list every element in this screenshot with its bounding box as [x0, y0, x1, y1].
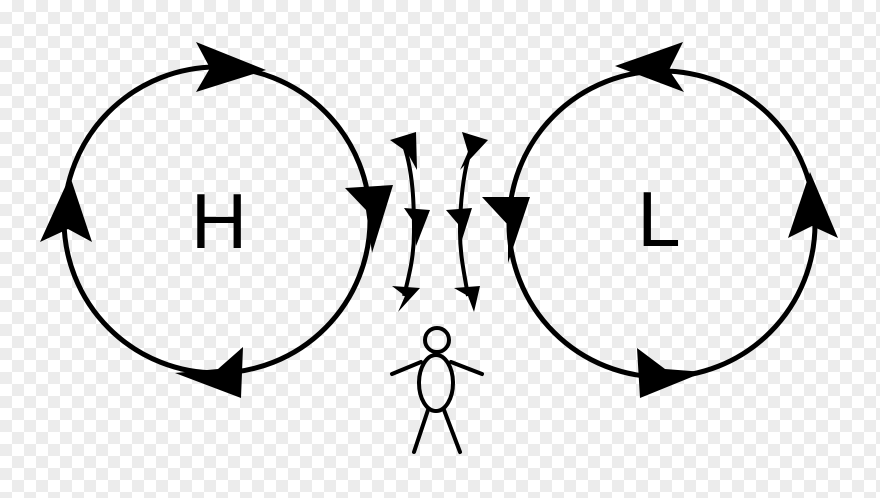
high-pressure-arrow-right: [345, 185, 393, 253]
convergent-wind-streams: [390, 132, 488, 312]
low-pressure-arrow-bottom: [637, 348, 704, 398]
person-left-arm: [390, 360, 423, 376]
high-pressure-arrow-left: [40, 176, 92, 242]
low-pressure-arrow-right: [788, 172, 838, 238]
high-pressure-system: H: [40, 42, 393, 398]
wind-stream-right-arrow-bottom: [454, 286, 480, 312]
low-pressure-arrow-left: [482, 197, 530, 263]
wind-stream-right-arrow-middle: [446, 208, 472, 246]
wind-stream-left-shaft: [400, 139, 417, 297]
person-head: [423, 326, 451, 354]
person-right-arm: [449, 360, 484, 376]
person-body: [417, 353, 455, 413]
person-figure: [390, 326, 484, 454]
wind-stream-left-arrow-middle: [404, 208, 430, 246]
wind-stream-left-arrow-bottom: [392, 286, 420, 312]
high-pressure-arrow-top: [196, 42, 266, 92]
high-pressure-label: H: [191, 177, 247, 265]
high-pressure-arrow-bottom: [175, 347, 243, 398]
low-pressure-system: L: [482, 42, 838, 398]
wind-stream-left-arrow-top: [390, 132, 417, 170]
person-right-leg: [442, 408, 462, 454]
person-left-leg: [412, 408, 430, 454]
wind-stream-right-arrow-top: [460, 132, 488, 170]
low-pressure-label: L: [637, 175, 680, 263]
low-pressure-arrow-top: [615, 42, 684, 92]
